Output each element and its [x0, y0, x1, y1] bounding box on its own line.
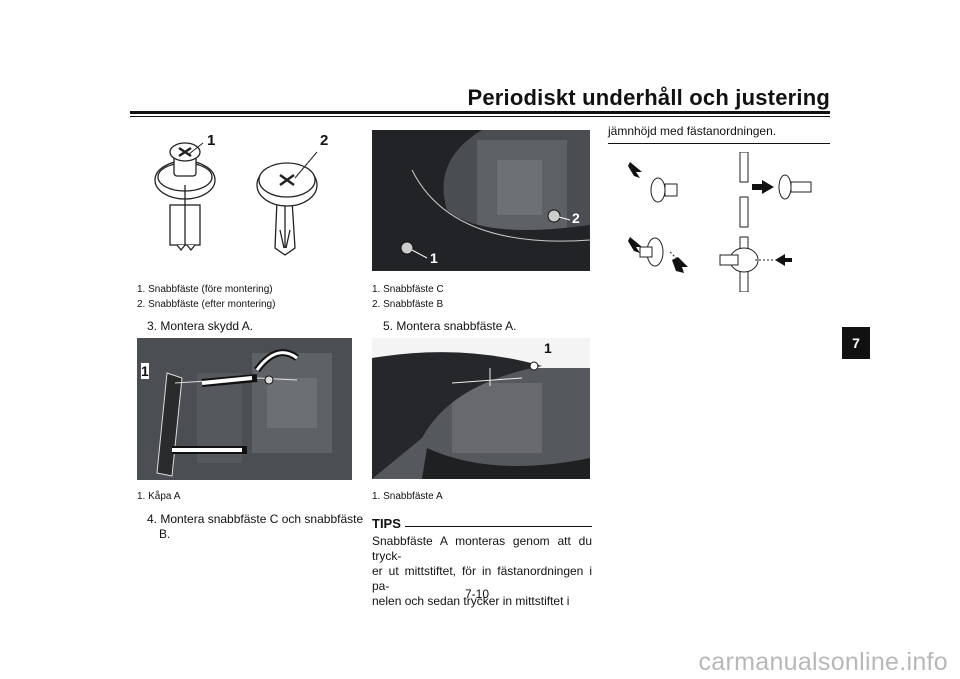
fastener-diagram	[620, 151, 820, 293]
watermark: carmanualsonline.info	[698, 648, 948, 676]
figure3-caption: 1. Snabbfäste C 2. Snabbfäste B	[372, 282, 444, 312]
step-4-line: B.	[159, 527, 171, 541]
caption-line: 1. Snabbfäste (före montering)	[137, 284, 273, 295]
col3-rule	[608, 143, 830, 144]
tips-rule	[405, 526, 592, 527]
caption-line: 2. Snabbfäste B	[372, 299, 444, 310]
step-5: 5. Montera snabbfäste A.	[383, 319, 517, 333]
callout-1: 1	[430, 250, 438, 266]
figure1-caption: 1. Snabbfäste (före montering) 2. Snabbf…	[137, 282, 275, 312]
fastener-illustration: 1 2	[137, 130, 352, 275]
tips-line: nelen och sedan trycker in mittstiftet i	[372, 594, 570, 608]
fastener-a-photo: 1	[372, 338, 590, 479]
page-title: Periodiskt underhåll och justering	[467, 85, 830, 110]
step-4-line: 4. Montera snabbfäste C och snabbfäste	[147, 512, 364, 526]
tips-line: er ut mittstiftet, för in fästanordninge…	[372, 564, 592, 593]
tips-line: Snabbfäste A monteras genom att du tryck…	[372, 534, 592, 563]
tips-text: Snabbfäste A monteras genom att du tryck…	[372, 534, 592, 609]
callout-2: 2	[320, 132, 329, 149]
callout-1: 1	[544, 340, 552, 356]
callout-1: 1	[141, 363, 149, 379]
figure4-caption: 1. Snabbfäste A	[372, 491, 443, 502]
chapter-tab[interactable]: 7	[842, 327, 870, 359]
step-4: 4. Montera snabbfäste C och snabbfäste B…	[147, 512, 363, 542]
cover-photo: 1	[137, 338, 352, 480]
col3-text: jämnhöjd med fästanordningen.	[608, 124, 777, 138]
callout-2: 2	[572, 210, 580, 226]
callout-1: 1	[207, 132, 216, 149]
page-number: 7-10	[465, 587, 490, 601]
step-3: 3. Montera skydd A.	[147, 319, 254, 333]
header-rule	[130, 111, 830, 114]
caption-line: 2. Snabbfäste (efter montering)	[137, 299, 276, 310]
fastener-cb-photo: 1 2	[372, 130, 590, 271]
caption-line: 1. Snabbfäste C	[372, 284, 444, 295]
header-rule-thin	[130, 116, 830, 117]
tips-label: TIPS	[372, 516, 401, 531]
figure2-caption: 1. Kåpa A	[137, 491, 181, 502]
